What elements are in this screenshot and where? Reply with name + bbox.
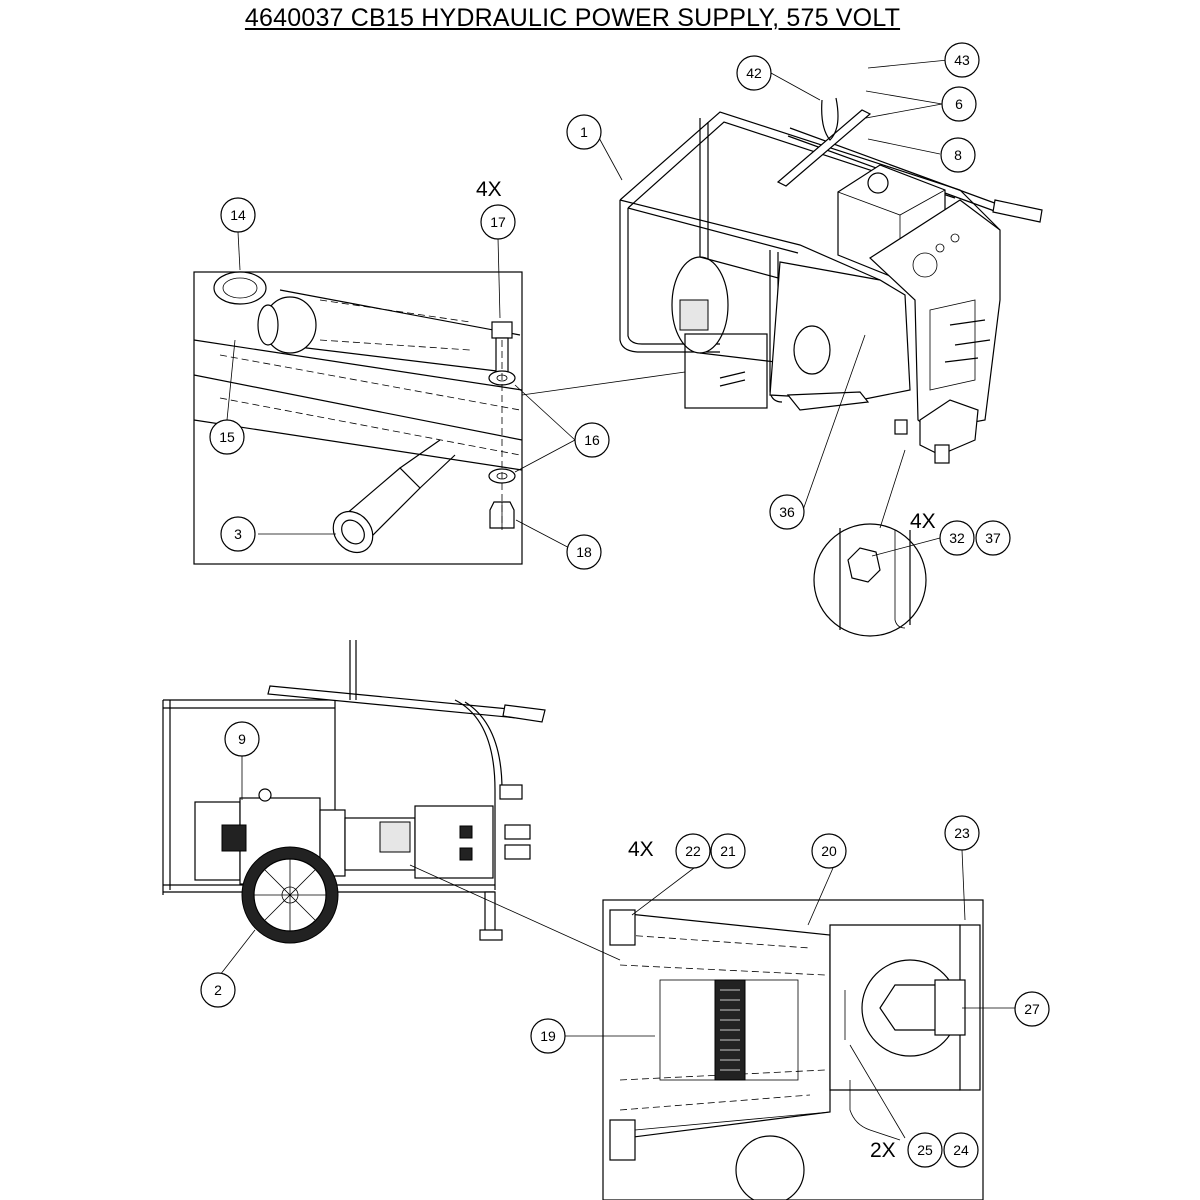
svg-text:8: 8 <box>954 147 962 163</box>
balloon-21: 21 <box>710 833 746 869</box>
balloon-3: 3 <box>220 516 256 552</box>
svg-text:16: 16 <box>584 432 600 448</box>
balloon-14: 14 <box>220 197 256 233</box>
svg-text:20: 20 <box>821 843 837 859</box>
svg-text:18: 18 <box>576 544 592 560</box>
svg-text:27: 27 <box>1024 1001 1040 1017</box>
balloon-27: 27 <box>1014 991 1050 1027</box>
pump-detail-view <box>602 899 984 1200</box>
balloon-43: 43 <box>944 42 980 78</box>
side-view <box>162 640 621 961</box>
balloon-17: 17 <box>480 204 516 240</box>
svg-text:1: 1 <box>580 124 588 140</box>
svg-text:24: 24 <box>953 1142 969 1158</box>
frame-detail-view <box>193 271 523 565</box>
svg-text:19: 19 <box>540 1028 556 1044</box>
leader-lines <box>219 59 1015 1139</box>
balloon-6: 6 <box>941 86 977 122</box>
balloon-20: 20 <box>811 833 847 869</box>
foot-detail-circle <box>813 449 927 637</box>
svg-text:21: 21 <box>720 843 736 859</box>
svg-text:32: 32 <box>949 530 965 546</box>
balloon-9: 9 <box>224 721 260 757</box>
balloon-16: 16 <box>574 422 610 458</box>
svg-text:25: 25 <box>917 1142 933 1158</box>
balloon-2: 2 <box>200 972 236 1008</box>
balloon-15: 15 <box>209 419 245 455</box>
balloon-36: 36 <box>769 494 805 530</box>
svg-text:22: 22 <box>685 843 701 859</box>
svg-text:17: 17 <box>490 214 506 230</box>
svg-text:2: 2 <box>214 982 222 998</box>
balloon-24: 24 <box>943 1132 979 1168</box>
balloon-19: 19 <box>530 1018 566 1054</box>
balloon-32: 32 <box>939 520 975 556</box>
diagram-title: 4640037 CB15 HYDRAULIC POWER SUPPLY, 575… <box>244 4 901 32</box>
svg-text:37: 37 <box>985 530 1001 546</box>
balloon-23: 23 <box>944 815 980 851</box>
balloon-1: 1 <box>566 114 602 150</box>
balloon-18: 18 <box>566 534 602 570</box>
svg-text:36: 36 <box>779 504 795 520</box>
balloon-37: 37 <box>975 520 1011 556</box>
balloon-8: 8 <box>940 137 976 173</box>
multiplier-label: 4X <box>628 838 654 861</box>
svg-text:43: 43 <box>954 52 970 68</box>
multiplier-label: 4X <box>910 510 936 533</box>
balloon-22: 22 <box>675 833 711 869</box>
svg-text:6: 6 <box>955 96 963 112</box>
svg-text:23: 23 <box>954 825 970 841</box>
svg-text:42: 42 <box>746 65 762 81</box>
svg-text:9: 9 <box>238 731 246 747</box>
isometric-assembly <box>521 97 1043 464</box>
svg-text:15: 15 <box>219 429 235 445</box>
balloon-42: 42 <box>736 55 772 91</box>
multiplier-label: 4X <box>476 178 502 201</box>
balloon-25: 25 <box>907 1132 943 1168</box>
svg-text:14: 14 <box>230 207 246 223</box>
multiplier-label: 2X <box>870 1139 896 1162</box>
svg-text:3: 3 <box>234 526 242 542</box>
